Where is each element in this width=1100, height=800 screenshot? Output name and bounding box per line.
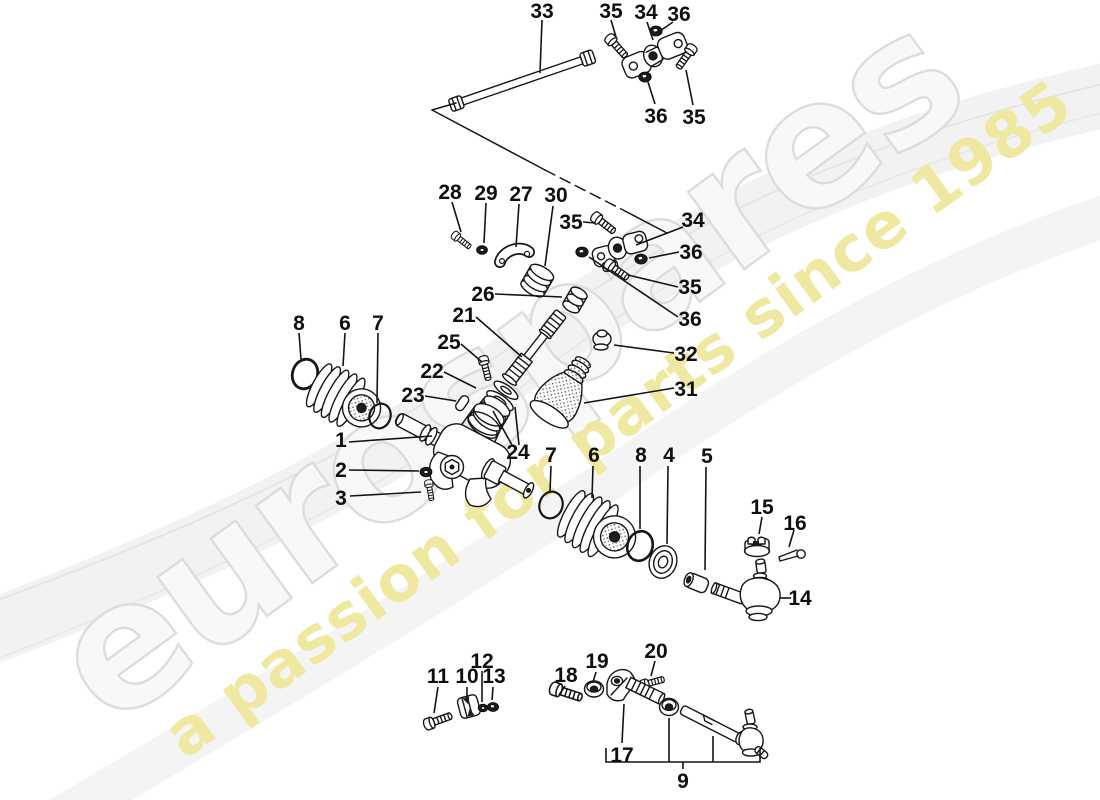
part-31-boot-drawing bbox=[529, 356, 592, 429]
part-36-nut-d bbox=[575, 246, 589, 258]
part-15-castle-nut-drawing bbox=[743, 536, 771, 558]
part-10-clamp-drawing bbox=[456, 694, 481, 719]
part-9-nut bbox=[658, 697, 680, 717]
part-18-bolt bbox=[547, 680, 585, 705]
part-7-oring-left bbox=[368, 402, 392, 430]
part-32-cap-drawing bbox=[592, 329, 612, 351]
part-14-tie-rod-end-drawing bbox=[710, 558, 781, 622]
part-2-washer bbox=[419, 466, 433, 478]
part-7-oring-right bbox=[538, 490, 564, 520]
part-6-bellows-left bbox=[305, 363, 382, 428]
part-1-rack-housing-drawing bbox=[394, 402, 535, 508]
part-29-washer bbox=[475, 244, 489, 256]
part-26-bushing-drawing bbox=[562, 286, 588, 314]
part-19-nut-drawing bbox=[583, 680, 605, 698]
part-16-cotter-pin-drawing bbox=[778, 549, 806, 562]
part-27-clamp-drawing bbox=[494, 242, 535, 268]
watermark-brand: eurospares bbox=[15, 0, 997, 764]
part-33-steering-shaft-drawing bbox=[448, 49, 597, 112]
part-6-bellows-right bbox=[556, 489, 637, 559]
part-23-pin-drawing bbox=[455, 395, 470, 412]
part-28-bolt bbox=[449, 229, 474, 252]
part-12-washer bbox=[477, 703, 489, 713]
part-9-inner-tie-rod-drawing bbox=[658, 697, 769, 760]
part-11-bolt bbox=[421, 709, 455, 732]
bracket-9 bbox=[605, 748, 761, 763]
callout-lines bbox=[298, 19, 795, 769]
part-21-pinion-drawing bbox=[501, 309, 567, 386]
part-13-nut bbox=[486, 701, 500, 713]
pointer-line-shaft bbox=[431, 102, 668, 234]
part-36-nut-b bbox=[638, 71, 652, 83]
part-30-bushing-drawing bbox=[520, 263, 555, 298]
part-4-washer-drawing bbox=[648, 545, 678, 579]
part-34-universal-joint-upper-drawing bbox=[621, 31, 689, 79]
part-17-lever-drawing bbox=[606, 668, 666, 705]
part-5-socket-drawing bbox=[683, 572, 710, 594]
part-36-nut-c bbox=[634, 253, 648, 265]
part-8-oring-right bbox=[625, 529, 655, 563]
